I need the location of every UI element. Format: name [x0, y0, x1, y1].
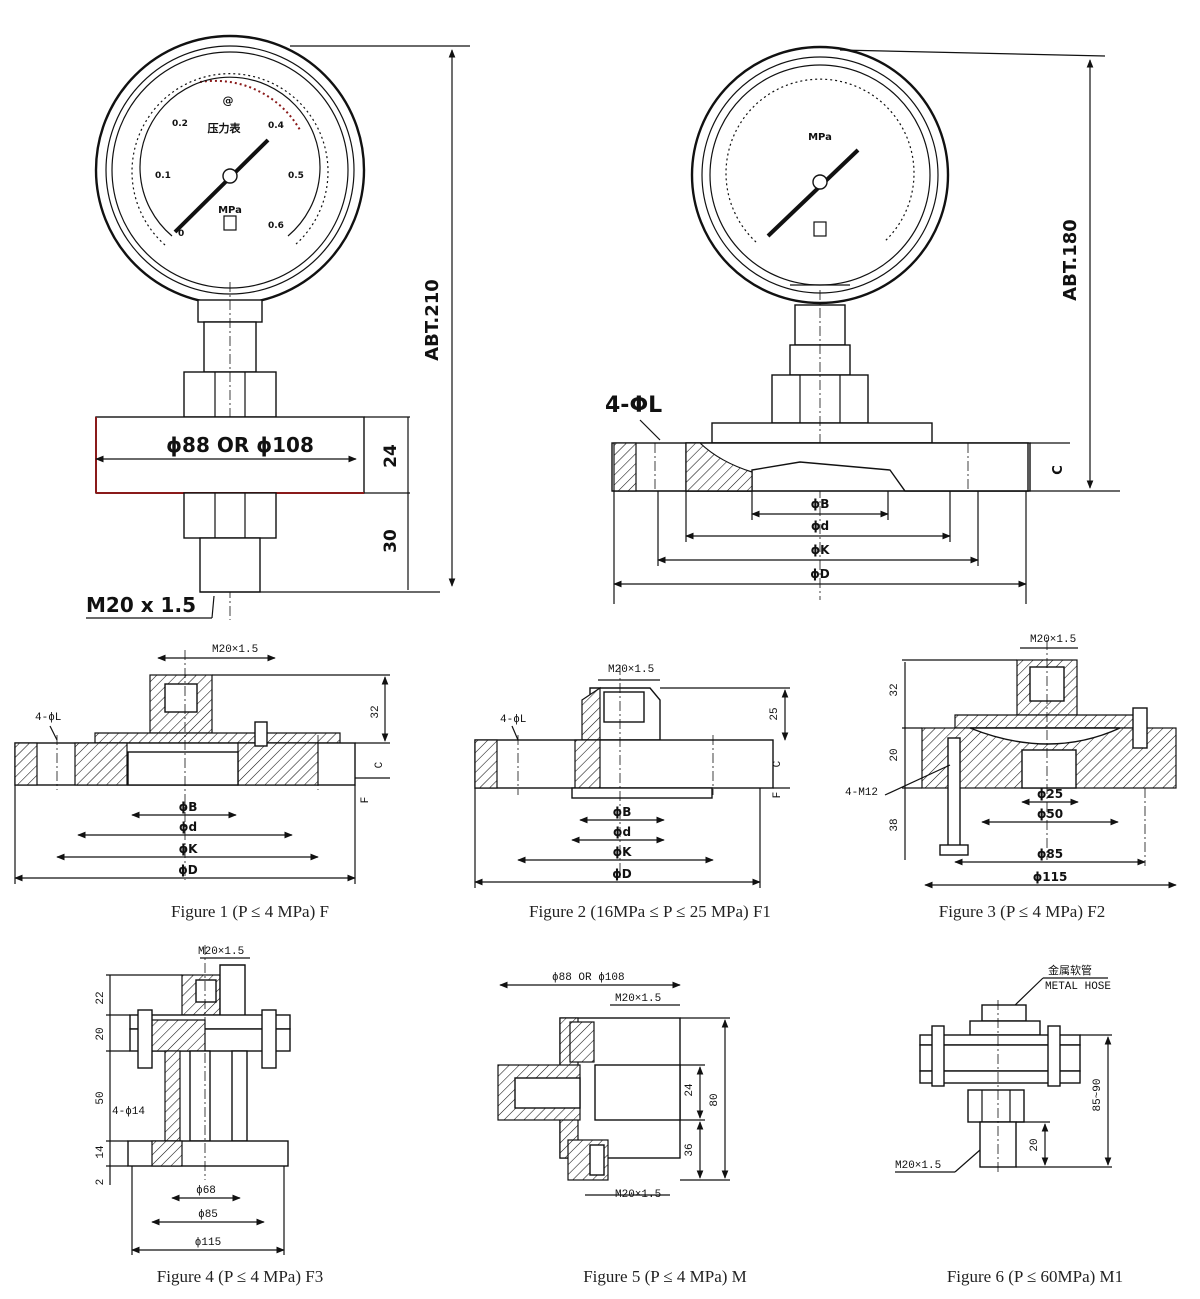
- dial-right-unit: MPa: [808, 132, 832, 143]
- fig5-thread-top: M20×1.5: [615, 993, 661, 1005]
- holes-label-right: 4-ΦL: [605, 393, 662, 418]
- fig2-thread: M20×1.5: [608, 664, 654, 676]
- fig6-h20: 20: [1029, 1138, 1041, 1151]
- figure-6-drawing: 金属软管 METAL HOSE 85~90 20 M20×1.5 Figure …: [895, 963, 1123, 1286]
- fig4-h50: 50: [95, 1091, 107, 1104]
- flange-left: ϕ88 OR ϕ108: [95, 416, 365, 494]
- figure-3-caption: Figure 3 (P ≤ 4 MPa) F2: [939, 902, 1105, 921]
- dial-scale-0: 0: [178, 229, 184, 239]
- fig4-h22: 22: [95, 991, 107, 1004]
- figure-5-drawing: ϕ88 OR ϕ108 M20×1.5 M20×1.5 80 24 36 Fig…: [497, 972, 747, 1286]
- dim-phiB-right: ϕB: [811, 497, 830, 511]
- figure-3-drawing: M20×1.5 32 20 38 4-M12 ϕ25 ϕ50 ϕ85 ϕ115 …: [845, 634, 1177, 921]
- dial-center-label: 压力表: [208, 121, 242, 135]
- figure-5-caption: Figure 5 (P ≤ 4 MPa) M: [583, 1267, 747, 1286]
- dim-phiD-right: ϕD: [810, 567, 830, 581]
- dial-scale-1: 0.1: [155, 171, 171, 181]
- fig4-thread: M20×1.5: [198, 946, 244, 958]
- dial-scale-2: 0.2: [172, 119, 188, 129]
- dial-scale-6: 0.6: [268, 221, 284, 231]
- fig1-holes: 4-ϕL: [35, 712, 61, 724]
- dim-24: 24: [381, 444, 401, 468]
- flange-diameter-label: ϕ88 OR ϕ108: [166, 433, 314, 457]
- fig2-holes: 4-ϕL: [500, 714, 526, 726]
- fig6-thread: M20×1.5: [895, 1160, 941, 1172]
- fig2-phiD: ϕD: [612, 867, 632, 881]
- dial-scale-4: 0.4: [268, 121, 284, 131]
- fig2-phiK: ϕK: [613, 845, 633, 859]
- fig6-cn-label: 金属软管: [1048, 963, 1092, 978]
- figure-2-drawing: M20×1.5 4-ϕL 25 C F ϕB ϕd ϕK ϕD Figure 2…: [474, 664, 790, 921]
- fig4-h20: 20: [95, 1027, 107, 1040]
- dial-unit: MPa: [218, 205, 242, 216]
- fig2-phiB: ϕB: [613, 805, 632, 819]
- diaphragm-flange-right: 4-ΦL ϕB ϕd ϕK ϕD: [605, 393, 1120, 604]
- fig4-h2: 2: [95, 1179, 107, 1186]
- fig1-phid: ϕd: [179, 820, 197, 834]
- fig3-d25: ϕ25: [1037, 787, 1063, 801]
- gauge-stem-right: [711, 290, 933, 600]
- fig2-phid: ϕd: [613, 825, 631, 839]
- lower-connector-left: [183, 492, 440, 593]
- dim-abt-180: ABT.180: [1060, 219, 1081, 301]
- figure-1-drawing: M20×1.5 4-ϕL 32 C F ϕB ϕd ϕK ϕD Figure 1…: [14, 644, 390, 921]
- fig1-f: F: [360, 797, 372, 804]
- fig4-h14: 14: [95, 1145, 107, 1159]
- fig1-thread: M20×1.5: [212, 644, 258, 656]
- fig3-thread: M20×1.5: [1030, 634, 1076, 646]
- fig5-h80: 80: [709, 1093, 721, 1106]
- dims-left-right-side: 24 30 ABT.210 M20 x 1.5: [86, 45, 470, 619]
- dim-phid-right: ϕd: [811, 519, 829, 533]
- fig5-thread-bottom: M20×1.5: [615, 1189, 661, 1201]
- gauge-dial-right: MPa: [690, 45, 950, 305]
- fig3-d115: ϕ115: [1033, 870, 1068, 884]
- gauge-stem-left: [183, 282, 277, 620]
- figure-4-drawing: M20×1.5 22 20 50 4-ϕ14 14 2 ϕ68 ϕ85 ϕ115: [95, 945, 323, 1286]
- fig1-c: C: [374, 761, 386, 768]
- fig5-h36: 36: [684, 1143, 696, 1156]
- fig2-f: F: [772, 792, 784, 799]
- dial-top-label: @: [223, 94, 234, 107]
- figure-6-caption: Figure 6 (P ≤ 60MPa) M1: [947, 1267, 1123, 1286]
- thread-label-m20: M20 x 1.5: [86, 593, 196, 617]
- figure-1-caption: Figure 1 (P ≤ 4 MPa) F: [171, 902, 329, 921]
- figure-4-caption: Figure 4 (P ≤ 4 MPa) F3: [157, 1267, 323, 1286]
- fig1-phiK: ϕK: [179, 842, 199, 856]
- fig5-dia: ϕ88 OR ϕ108: [552, 972, 625, 984]
- dim-c-right: C: [1051, 465, 1066, 475]
- fig1-phiD: ϕD: [178, 863, 198, 877]
- fig1-phiB: ϕB: [179, 800, 198, 814]
- dim-abt-210: ABT.210: [422, 279, 443, 361]
- dial-scale-5: 0.5: [288, 171, 304, 181]
- fig4-holes: 4-ϕ14: [112, 1106, 145, 1118]
- dim-phiK-right: ϕK: [811, 543, 831, 557]
- fig6-h8590: 85~90: [1092, 1078, 1104, 1111]
- top-right-gauge-assembly: MPa 4-ΦL ϕB ϕd: [605, 45, 1120, 604]
- fig3-bolts: 4-M12: [845, 787, 878, 799]
- fig3-h32: 32: [889, 683, 901, 696]
- fig3-d85: ϕ85: [1037, 847, 1063, 861]
- fig5-h24: 24: [684, 1083, 696, 1097]
- fig6-hose-label: METAL HOSE: [1045, 981, 1111, 993]
- fig2-h25: 25: [769, 707, 781, 720]
- gauge-dial-left: @ 压力表 MPa 0 0.1 0.2 0.4 0.5 0.6: [94, 34, 366, 306]
- top-left-gauge-assembly: @ 压力表 MPa 0 0.1 0.2 0.4 0.5 0.6 ϕ88 OR: [86, 34, 470, 620]
- fig4-d85: ϕ85: [198, 1209, 218, 1221]
- dims-right-height: ABT.180 C: [839, 49, 1106, 489]
- fig1-h32: 32: [370, 705, 382, 718]
- fig3-d50: ϕ50: [1037, 807, 1063, 821]
- figure-2-caption: Figure 2 (16MPa ≤ P ≤ 25 MPa) F1: [529, 902, 771, 921]
- dim-30: 30: [381, 529, 401, 553]
- fig3-h20: 20: [889, 748, 901, 761]
- fig3-h38: 38: [889, 818, 901, 831]
- fig4-d115: ϕ115: [195, 1237, 221, 1249]
- fig2-c: C: [772, 760, 784, 767]
- fig4-d68: ϕ68: [196, 1185, 216, 1197]
